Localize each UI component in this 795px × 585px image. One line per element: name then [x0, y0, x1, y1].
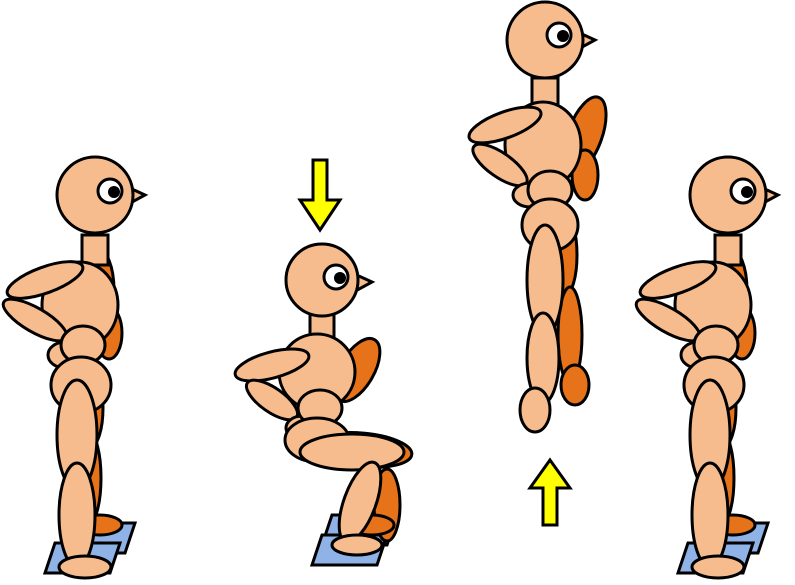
up-arrow-icon [530, 460, 570, 525]
figure-jumping [465, 2, 615, 432]
down-arrow-icon [300, 160, 340, 230]
figure-standing-right [631, 157, 778, 578]
figure-standing-left [0, 157, 145, 578]
figure-squatting [232, 244, 413, 565]
